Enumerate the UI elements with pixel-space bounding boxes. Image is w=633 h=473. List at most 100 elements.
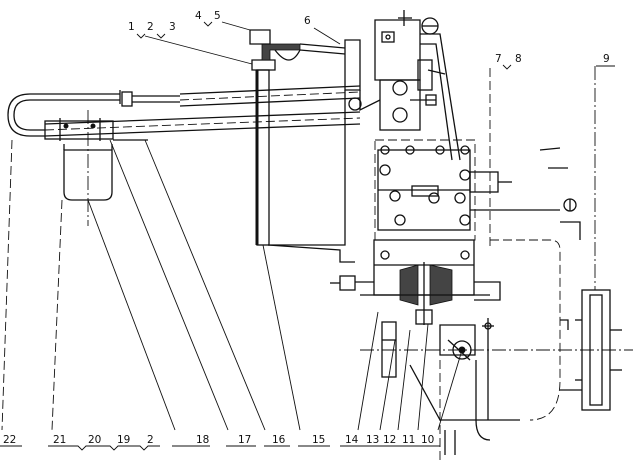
bottom-tabs	[444, 430, 456, 455]
upper-cable-c	[179, 97, 361, 107]
gearbox-bolt-b	[460, 250, 470, 260]
hub-bolt-a	[348, 97, 362, 111]
leader-4-5	[221, 21, 251, 31]
hub-frame	[379, 79, 421, 131]
flange-core	[589, 294, 603, 406]
label-14: 14	[345, 434, 359, 446]
label-group-underline	[48, 445, 160, 451]
top-leaders	[144, 21, 596, 290]
hub-bolt-c	[392, 107, 408, 123]
label-22: 22	[3, 434, 16, 446]
leader-12	[397, 329, 411, 431]
label-2: 2	[147, 21, 154, 33]
clamp-pin-a	[63, 123, 69, 129]
leader-6	[313, 27, 341, 45]
leader-ticks-1-3	[136, 33, 166, 39]
diagonal-link-a	[420, 33, 461, 161]
lower-gearbox	[330, 239, 501, 325]
arrow-marks	[539, 147, 568, 169]
bracket-cap	[249, 29, 271, 45]
label-6: 6	[304, 15, 311, 27]
gearbox-bolt-a	[380, 250, 390, 260]
gearbox-pin	[385, 34, 391, 40]
frame-bolts	[379, 145, 471, 226]
clamp-block	[44, 120, 114, 140]
body-bottom-step	[267, 244, 355, 263]
leader-17	[109, 139, 229, 431]
bottom-labels: 22 21 20 19 2 18 17 16 15 14 13 12 11 10	[0, 434, 440, 451]
leader-11	[417, 323, 429, 431]
leader-16	[144, 139, 266, 431]
post-head	[251, 59, 276, 71]
label-2-bottom: 2	[147, 434, 154, 446]
label-16: 16	[272, 434, 286, 446]
leader-10	[437, 349, 463, 431]
leader-21	[51, 199, 63, 431]
clamp-pin-b	[90, 123, 96, 129]
lower-cable	[44, 111, 361, 141]
right-small-bracket	[560, 319, 569, 330]
label-8: 8	[515, 53, 522, 65]
bracket-curve	[274, 49, 301, 61]
loop-outer	[7, 93, 120, 137]
motor-housing	[63, 149, 113, 201]
bottom-leaders	[1, 139, 463, 431]
top-labels: 1 2 3 4 5 6 7 8 9	[128, 10, 615, 70]
lower-mechanism	[381, 318, 520, 460]
body-left-edge	[268, 90, 346, 246]
side-clamp-arm	[427, 69, 446, 75]
label-17: 17	[238, 434, 251, 446]
seal-right-hatched	[429, 264, 453, 306]
frame-motor	[469, 171, 499, 193]
label-3: 3	[169, 21, 176, 33]
upper-cable-b	[179, 91, 361, 101]
upper-gearbox	[374, 19, 421, 81]
upper-cable	[179, 85, 361, 107]
label-5: 5	[214, 10, 221, 22]
leader-1-3	[144, 35, 253, 65]
leader-18	[87, 199, 176, 431]
flange-body	[581, 289, 611, 411]
loop-coupling	[121, 91, 133, 107]
gearbox-outlet	[474, 281, 501, 301]
upper-cable-a	[179, 85, 361, 95]
arm-rod-a	[299, 43, 346, 49]
arm-block	[344, 39, 361, 91]
label-15: 15	[312, 434, 325, 446]
label-18: 18	[196, 434, 209, 446]
leader-14	[357, 311, 379, 431]
label-1: 1	[128, 21, 135, 33]
main-body	[267, 10, 461, 263]
loop-tube	[132, 95, 180, 103]
spindle-collar	[415, 309, 433, 325]
loop-inner	[13, 99, 120, 131]
right-assembly	[360, 147, 633, 421]
seal-left-hatched	[399, 264, 419, 306]
right-envelope	[490, 239, 561, 421]
gearbox-window	[381, 31, 395, 43]
side-clamp	[417, 59, 433, 91]
pivot-box	[439, 324, 476, 356]
label-12: 12	[383, 434, 396, 446]
hub-rod-end	[425, 94, 437, 106]
vertical-post	[249, 29, 346, 246]
label-13: 13	[366, 434, 379, 446]
arm-rod-b	[299, 49, 346, 55]
leader-13	[379, 339, 396, 431]
left-leg	[381, 321, 397, 378]
leader-22	[1, 139, 13, 431]
label-10: 10	[421, 434, 434, 446]
label-11: 11	[402, 434, 415, 446]
diagonal-link-b	[420, 43, 453, 161]
hub-bolt-b	[392, 80, 408, 96]
label-20: 20	[88, 434, 101, 446]
frame-centre-block	[411, 185, 439, 197]
label-21: 21	[53, 434, 66, 446]
leader-tick-7-8	[502, 64, 512, 70]
label-9: 9	[603, 53, 610, 65]
label-19: 19	[117, 434, 130, 446]
lower-cable-c	[44, 123, 361, 137]
base-strut	[409, 364, 441, 421]
